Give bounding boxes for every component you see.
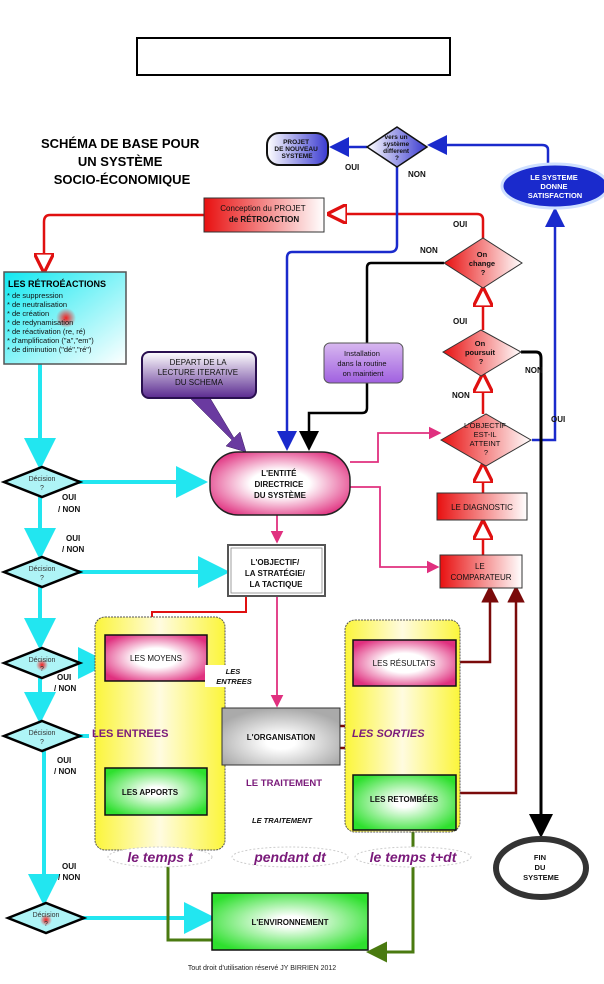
node-depart-lecture[interactable]: DEPART DE LA LECTURE ITERATIVE DU SCHEMA bbox=[141, 351, 257, 399]
svg-text:NON: NON bbox=[420, 246, 438, 255]
decision-2[interactable]: Décision? bbox=[0, 555, 84, 589]
node-diagnostic[interactable]: LE DIAGNOSTIC bbox=[436, 492, 528, 521]
decision-objectif-atteint[interactable]: L'OBJECTIF EST-IL ATTEINT ? bbox=[440, 413, 532, 467]
label-les-sorties: LES SORTIES bbox=[352, 728, 425, 740]
node-fin-systeme[interactable]: FIN DU SYSTEME bbox=[493, 836, 589, 900]
label-le-traitement: LE TRAITEMENT bbox=[246, 778, 322, 789]
label-les-entrees: LES ENTREES bbox=[92, 728, 168, 740]
svg-text:L'OBJECTIF EST-IL: L'OBJECTIF EST-IL ATTEINT ? bbox=[464, 421, 508, 457]
svg-text:Décision?: Décision? bbox=[29, 476, 56, 492]
header-frame bbox=[136, 37, 451, 76]
decision-on-change[interactable]: On change ? bbox=[443, 237, 523, 289]
node-satisfaction[interactable]: LE SYSTEME DONNE SATISFACTION bbox=[500, 162, 604, 210]
start-arrow bbox=[189, 397, 247, 453]
svg-text:Décision?: Décision? bbox=[29, 730, 56, 746]
svg-text:L'OBJECTIF/ LA STRATÉGIE: L'OBJECTIF/ LA STRATÉGIE/ LA TACTIQUE bbox=[245, 558, 307, 589]
label-temps-t: le temps t bbox=[107, 846, 213, 868]
svg-text:le temps t: le temps t bbox=[127, 849, 194, 865]
svg-text:LES RETOMBÉES: LES RETOMBÉES bbox=[370, 795, 439, 804]
svg-text:Décision?: Décision? bbox=[29, 657, 56, 673]
svg-text:OUI: OUI bbox=[345, 163, 359, 172]
svg-text:vers un système di: vers un système different ? bbox=[383, 134, 411, 162]
svg-text:OUI/ NON: OUI/ NON bbox=[62, 534, 84, 554]
footer-copyright: Tout droit d'utilisation réservé JY BIRR… bbox=[188, 965, 336, 972]
black-connectors bbox=[299, 261, 553, 838]
node-retroactions[interactable]: LES RÉTROÉACTIONS * de suppression * de … bbox=[3, 271, 127, 365]
svg-text:L'ORGANISATION: L'ORGANISATION bbox=[247, 733, 316, 742]
svg-text:On poursuit ?: On poursuit ? bbox=[465, 339, 497, 366]
svg-text:LES MOYENS: LES MOYENS bbox=[130, 654, 182, 663]
label-temps-t-dt: le temps t+dt bbox=[354, 846, 472, 868]
node-comparateur[interactable]: LE COMPARATEUR bbox=[439, 554, 523, 589]
svg-text:Conception du PROJET de: Conception du PROJET de RÉTROACTION bbox=[220, 204, 307, 224]
label-le-traitement-italic: LE TRAITEMENT bbox=[252, 816, 313, 825]
svg-text:LE COMPARATEUR: LE COMPARATEUR bbox=[450, 562, 511, 582]
svg-text:NON: NON bbox=[452, 391, 470, 400]
node-nouveau-systeme[interactable]: PROJET DE NOUVEAU SYSTEME bbox=[266, 132, 329, 166]
svg-text:LES RÉSULTATS: LES RÉSULTATS bbox=[373, 659, 436, 668]
diagram-title: SCHÉMA DE BASE POUR UN SYSTÈME SOCIO-ÉCO… bbox=[41, 136, 203, 187]
svg-text:NON: NON bbox=[525, 366, 543, 375]
svg-text:LE SYSTEME DONNE S: LE SYSTEME DONNE SATISFACTION bbox=[528, 173, 582, 200]
svg-text:OUI/ NON: OUI/ NON bbox=[54, 756, 76, 776]
svg-text:OUI/ NON: OUI/ NON bbox=[54, 673, 76, 693]
svg-text:NON: NON bbox=[408, 170, 426, 179]
node-moyens[interactable]: LES MOYENS bbox=[104, 634, 208, 682]
decision-3[interactable]: Décision? bbox=[0, 646, 84, 680]
decision-4[interactable]: Décision? bbox=[0, 719, 84, 753]
node-retombees[interactable]: LES RETOMBÉES bbox=[352, 774, 457, 831]
svg-text:le temps t+dt: le temps t+dt bbox=[370, 849, 458, 865]
decision-vers-systeme-different[interactable]: vers un système different ? bbox=[365, 126, 429, 168]
decision-on-poursuit[interactable]: On poursuit ? bbox=[442, 329, 523, 377]
svg-text:Décision?: Décision? bbox=[29, 566, 56, 582]
node-objectif-strategie[interactable]: L'OBJECTIF/ LA STRATÉGIE/ LA TACTIQUE bbox=[227, 544, 326, 597]
svg-text:LE DIAGNOSTIC: LE DIAGNOSTIC bbox=[451, 503, 513, 512]
svg-text:LES RÉTROÉACTIONS: LES RÉTROÉACTIONS bbox=[8, 279, 106, 289]
svg-text:Installation dans la rou: Installation dans la routine on maintien… bbox=[337, 349, 388, 378]
svg-text:FIN DU SYSTEME: FIN DU SYSTEME bbox=[523, 853, 559, 882]
svg-text:PROJET DE NOUVEAU: PROJET DE NOUVEAU SYSTEME bbox=[274, 139, 319, 160]
svg-text:L'ENVIRONNEMENT: L'ENVIRONNEMENT bbox=[251, 918, 328, 927]
svg-text:LES ENTREES: LES ENTREES bbox=[216, 667, 251, 686]
svg-text:OUI: OUI bbox=[453, 220, 467, 229]
label-pendant-dt: pendant dt bbox=[231, 846, 349, 868]
svg-text:On change ?: On change ? bbox=[469, 250, 497, 277]
node-entite-directrice[interactable]: L'ENTITÉ DIRECTRICE DU SYSTÈME bbox=[209, 451, 351, 516]
decision-5[interactable]: Décision? bbox=[4, 901, 88, 935]
node-resultats[interactable]: LES RÉSULTATS bbox=[352, 639, 457, 687]
svg-text:LES APPORTS: LES APPORTS bbox=[122, 788, 179, 797]
svg-text:* de suppression * de ne: * de suppression * de neutralisation * d… bbox=[7, 291, 96, 354]
oui-non-labels: OUI/ NON OUI/ NON OUI/ NON OUI/ NON OUI/… bbox=[54, 163, 565, 882]
node-installation-routine[interactable]: Installation dans la routine on maintien… bbox=[323, 342, 404, 384]
label-les-entrees-small: LES ENTREES bbox=[205, 665, 263, 687]
decision-1[interactable]: Décision? bbox=[0, 465, 84, 499]
svg-text:OUI: OUI bbox=[453, 317, 467, 326]
node-conception-retroaction[interactable]: Conception du PROJET de RÉTROACTION bbox=[203, 197, 325, 233]
node-apports[interactable]: LES APPORTS bbox=[104, 767, 208, 816]
svg-text:OUI/ NON: OUI/ NON bbox=[58, 862, 80, 882]
svg-text:L'ENTITÉ DIRECTRICE: L'ENTITÉ DIRECTRICE DU SYSTÈME bbox=[254, 469, 307, 500]
svg-text:OUI: OUI bbox=[551, 415, 565, 424]
svg-text:DEPART DE LA LECTURE ITE: DEPART DE LA LECTURE ITERATIVE DU SCHEMA bbox=[158, 358, 241, 387]
svg-text:Décision?: Décision? bbox=[33, 912, 60, 928]
feedback-connectors bbox=[44, 214, 483, 555]
svg-text:OUI/ NON: OUI/ NON bbox=[58, 493, 80, 514]
node-environnement[interactable]: L'ENVIRONNEMENT bbox=[211, 892, 369, 951]
node-organisation[interactable]: L'ORGANISATION bbox=[221, 707, 341, 766]
svg-text:pendant dt: pendant dt bbox=[253, 849, 327, 865]
